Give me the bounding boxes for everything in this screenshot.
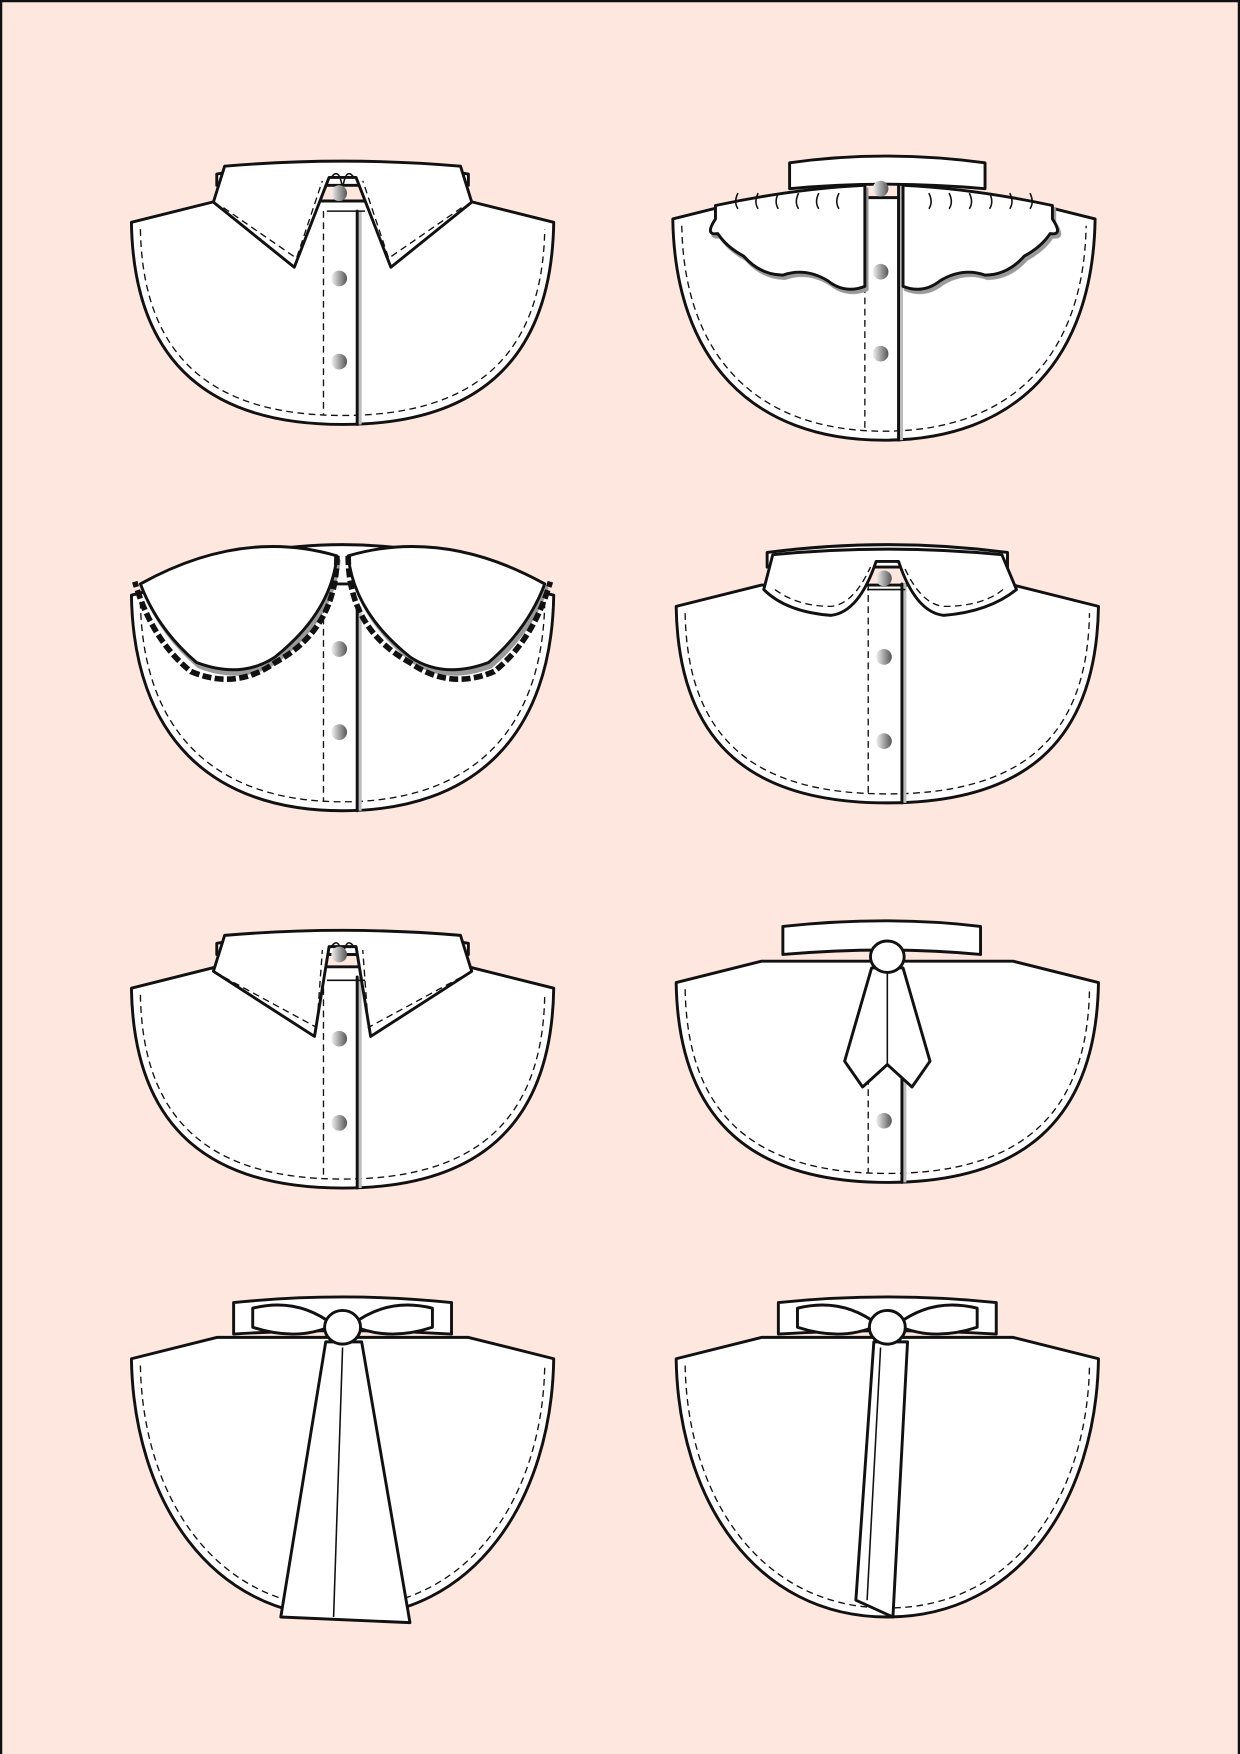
collar-wings [211, 928, 474, 1038]
button-icon [876, 1112, 892, 1129]
collar-wings [762, 547, 1018, 617]
button-icon [331, 353, 348, 370]
button-icon [331, 724, 348, 741]
ruffle [901, 183, 1059, 291]
ruffle-gather [928, 192, 932, 210]
body-topstitch [681, 225, 1087, 432]
tie-fold [866, 1347, 882, 1601]
peter-pan-lobe [346, 545, 547, 672]
ruffle-gather [755, 192, 759, 210]
button-icon [331, 185, 348, 202]
ruffle-gather [795, 192, 800, 210]
collar-pointed-narrow [129, 928, 556, 1190]
collar-bow-wide-tie [129, 1295, 556, 1625]
collar-band-ruffle [671, 154, 1097, 442]
button-icon [331, 1030, 348, 1047]
collar-topstitch [223, 949, 462, 1029]
ruffle-gather [835, 192, 840, 210]
collar-pointed-shirt [129, 159, 556, 426]
collar-body [129, 965, 556, 1190]
collar-body [674, 583, 1100, 805]
button-icon [331, 1115, 348, 1131]
button-icon [331, 946, 348, 963]
tie-fold [332, 1347, 344, 1618]
ruffle-gather [734, 192, 739, 210]
collar-wings [211, 159, 474, 269]
collar-body [129, 199, 556, 426]
button-icon [876, 570, 892, 587]
collar-band [788, 154, 987, 191]
collar-bow-narrow-tie [674, 1295, 1100, 1619]
button-icon [872, 345, 889, 362]
collar-band-tie [674, 919, 1100, 1184]
ruffle-gather [815, 192, 820, 210]
collar-band [781, 919, 983, 956]
button-icon [331, 270, 348, 287]
bow-knot [323, 1308, 363, 1346]
collar-topstitch [774, 566, 1004, 608]
ruffle-gather [1009, 192, 1013, 210]
peter-pan-lobe [138, 545, 339, 672]
ruffle-gather [948, 192, 953, 210]
tie-knot [869, 939, 906, 974]
ruffle-gather [988, 192, 993, 210]
ruffle [708, 183, 867, 291]
ruffle-gather [968, 192, 973, 210]
ruffle-gather [775, 192, 780, 210]
bow-knot [867, 1308, 907, 1346]
collar-peter-pan-ruffle [129, 543, 556, 813]
button-icon [872, 263, 889, 280]
ruffle-gather [1029, 192, 1033, 210]
button-icon [872, 180, 889, 197]
collar-body [674, 959, 1100, 1184]
body-topstitch [684, 989, 1091, 1175]
body-topstitch [139, 229, 546, 417]
button-icon [876, 733, 892, 749]
button-icon [876, 649, 892, 665]
button-icon [331, 641, 348, 657]
body-topstitch [139, 994, 546, 1180]
body-topstitch [684, 613, 1091, 795]
collar-rounded-shirt [674, 543, 1100, 805]
